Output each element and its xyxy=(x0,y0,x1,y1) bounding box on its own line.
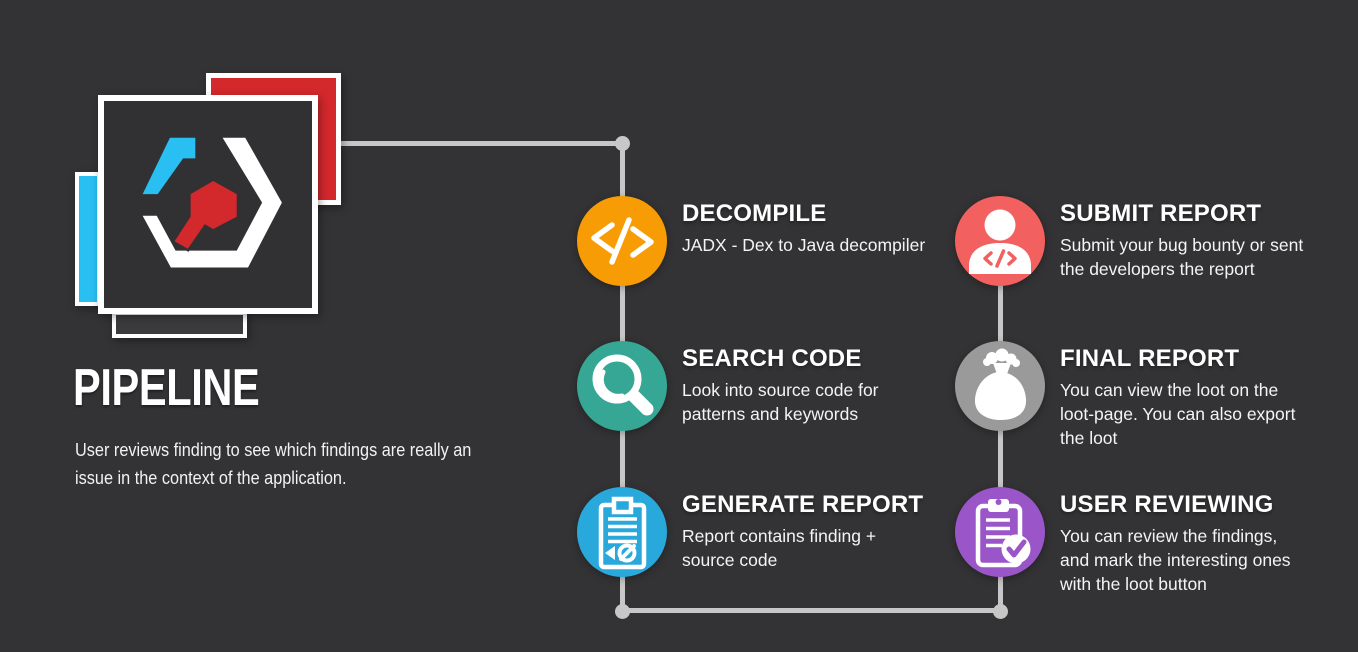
step-description: Submit your bug bounty or sent the devel… xyxy=(1060,235,1304,279)
step-title: GENERATE REPORT xyxy=(682,491,924,518)
connector-dot-bottom-right xyxy=(993,604,1008,619)
step-circle-decompile xyxy=(577,196,667,286)
step-text-decompile: DECOMPILE JADX - Dex to Java decompiler xyxy=(682,200,925,257)
connector-dot-top xyxy=(615,136,630,151)
hexagon-code-logo-icon xyxy=(142,137,282,268)
step-title: SEARCH CODE xyxy=(682,345,862,372)
step-text-final-report: FINAL REPORT You can view the loot on th… xyxy=(1060,345,1295,450)
search-icon xyxy=(592,354,654,416)
step-text-submit-report: SUBMIT REPORT Submit your bug bounty or … xyxy=(1060,200,1303,281)
step-description: You can review the findings, and mark th… xyxy=(1060,526,1291,594)
connector-top-horizontal xyxy=(340,141,625,146)
app-logo xyxy=(98,95,318,314)
moneybag-icon xyxy=(974,348,1027,420)
step-title: SUBMIT REPORT xyxy=(1060,200,1262,227)
step-circle-final-report xyxy=(955,341,1045,431)
connector-dot-bottom-left xyxy=(615,604,630,619)
step-description: You can view the loot on the loot-page. … xyxy=(1060,380,1296,448)
step-description: JADX - Dex to Java decompiler xyxy=(682,235,926,255)
step-text-user-reviewing: USER REVIEWING You can review the findin… xyxy=(1060,491,1291,596)
logo-dark-bar xyxy=(112,311,247,338)
step-description: Report contains finding + source code xyxy=(682,526,877,570)
step-circle-submit-report xyxy=(955,196,1045,286)
step-circle-user-reviewing xyxy=(955,487,1045,577)
report-document-icon xyxy=(598,496,647,570)
step-title: USER REVIEWING xyxy=(1060,491,1274,518)
step-title: FINAL REPORT xyxy=(1060,345,1240,372)
step-text-generate-report: GENERATE REPORT Report contains finding … xyxy=(682,491,923,572)
connector-bottom-horizontal xyxy=(620,608,1002,613)
step-circle-generate-report xyxy=(577,487,667,577)
code-icon xyxy=(591,217,654,265)
step-text-search-code: SEARCH CODE Look into source code for pa… xyxy=(682,345,879,426)
page-title: PIPELINE xyxy=(73,359,260,417)
clipboard-check-icon xyxy=(975,499,1031,568)
step-circle-search-code xyxy=(577,341,667,431)
step-title: DECOMPILE xyxy=(682,200,827,227)
step-description: Look into source code for patterns and k… xyxy=(682,380,879,424)
developer-person-icon xyxy=(969,209,1031,274)
page-description: User reviews finding to see which findin… xyxy=(75,439,472,488)
